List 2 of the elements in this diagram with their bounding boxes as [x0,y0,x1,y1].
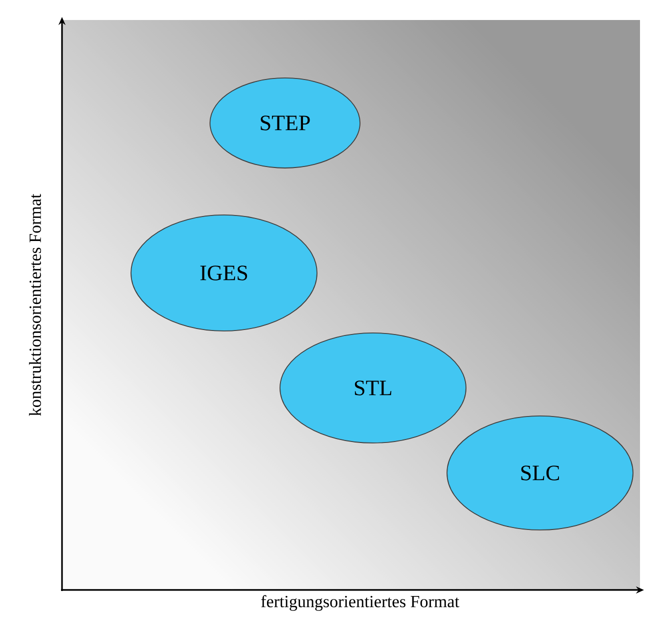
axis-label: konstruktionsorientiertes Format [29,194,41,416]
axis-label: fertigungsorientiertes Format [261,595,460,611]
